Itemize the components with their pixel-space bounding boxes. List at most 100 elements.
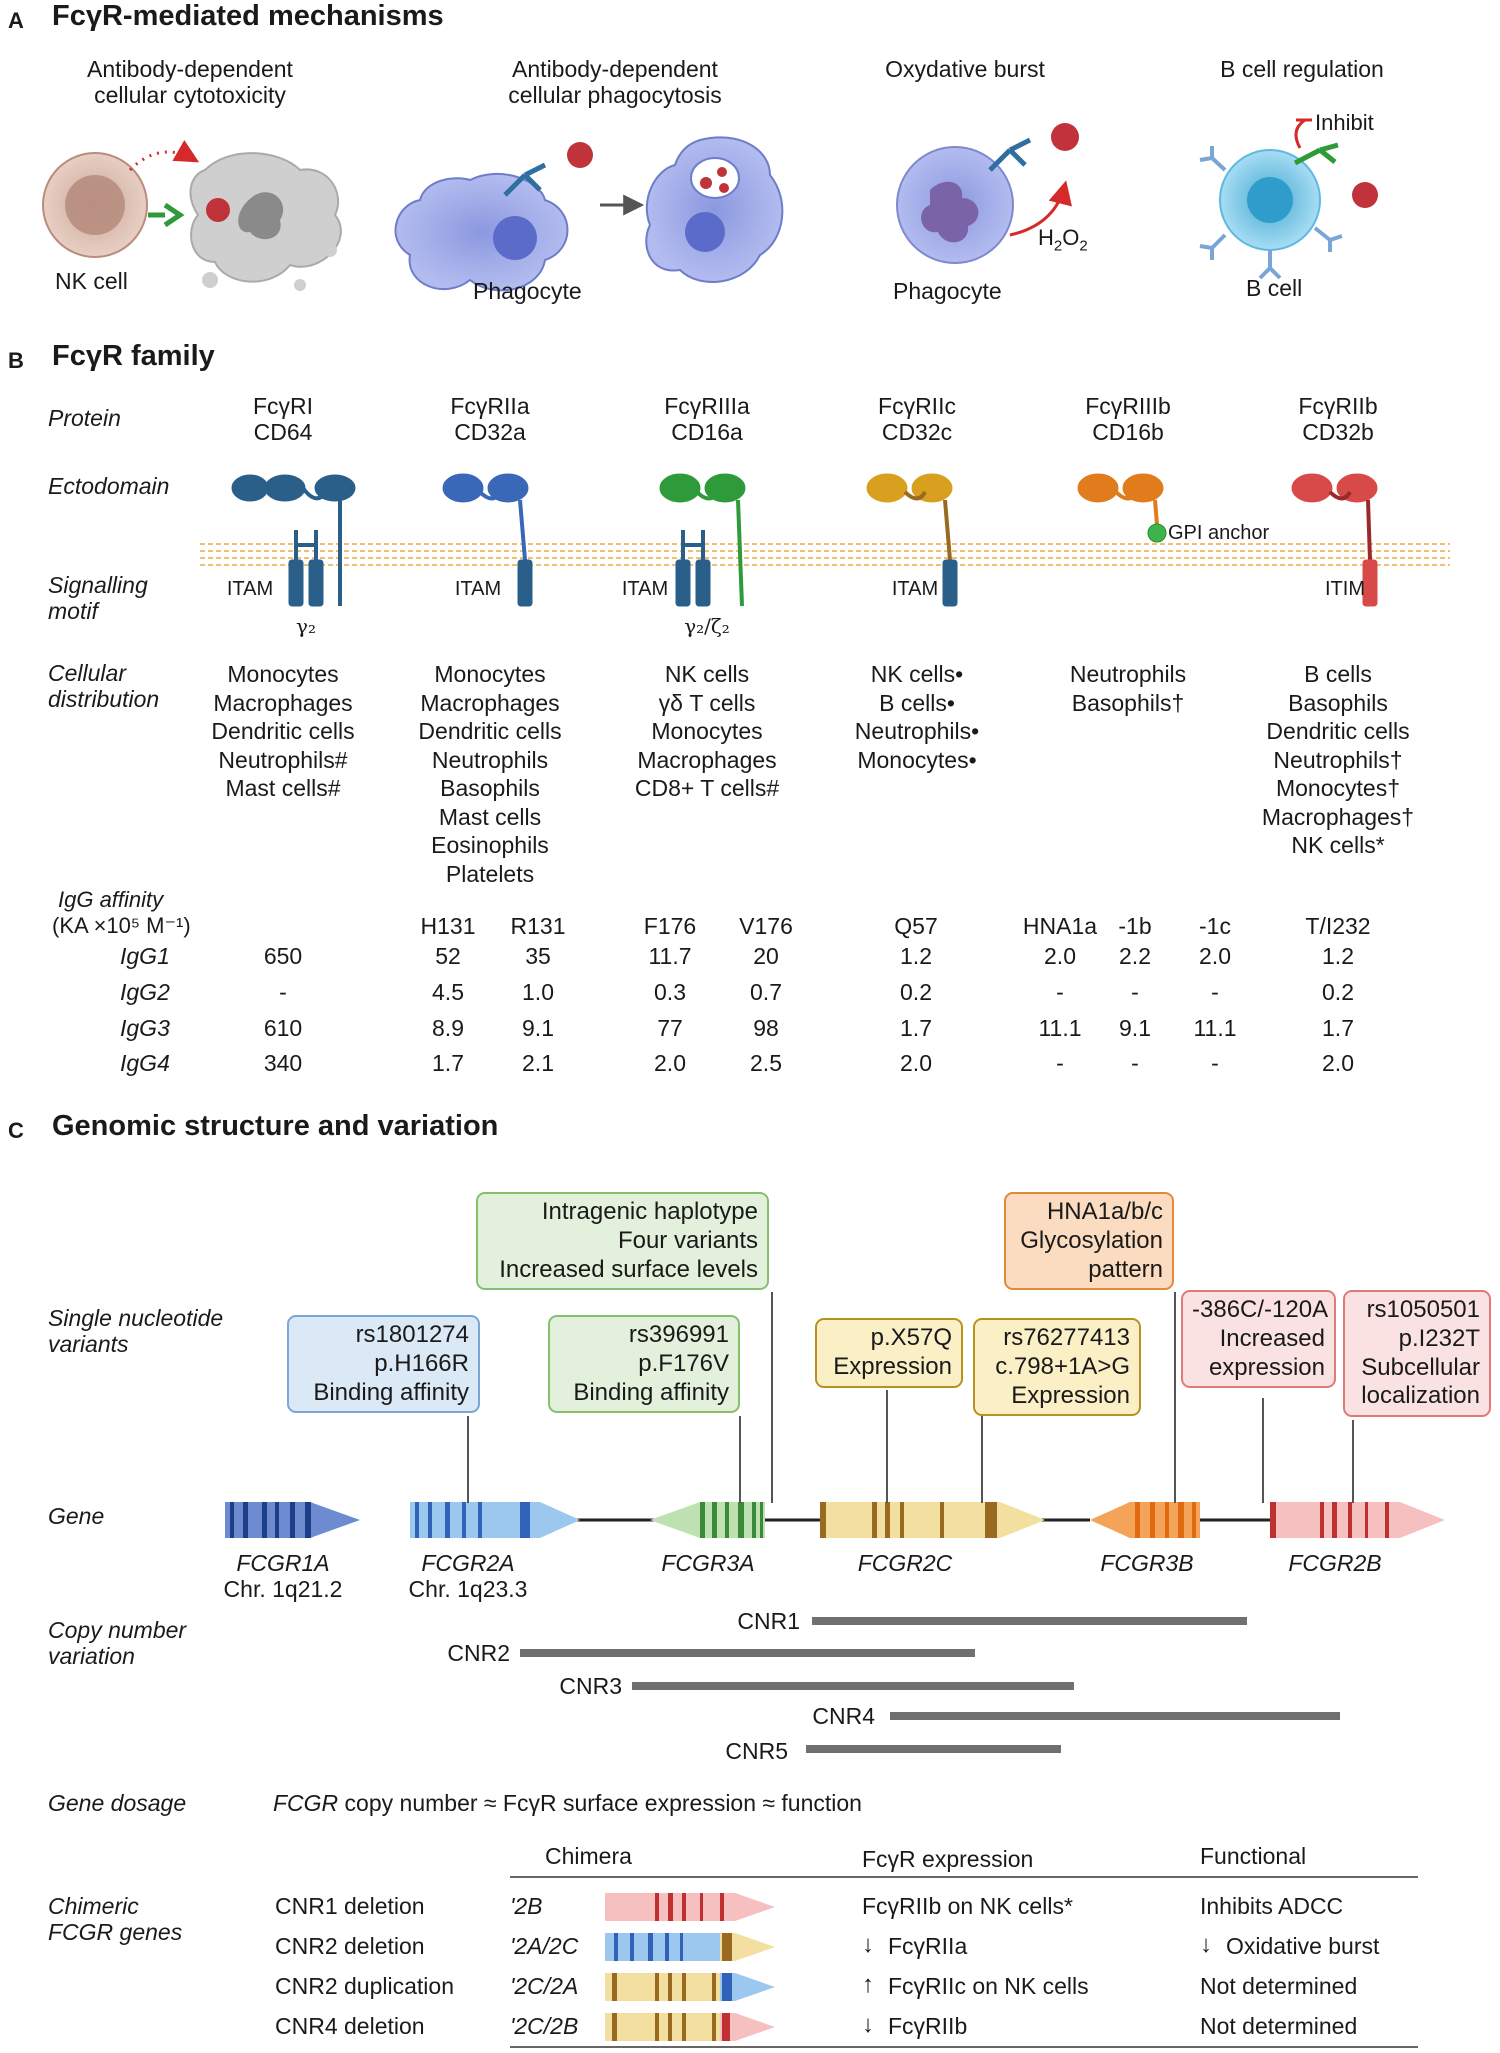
gene-label-fcgr2c: FCGR2C [857,1550,953,1576]
fcgr2b-structure [1291,473,1378,607]
affinity-cell: 2.0 [1044,943,1076,969]
expression-arrow-icon: ↓ [862,2011,874,2038]
affinity-row-label: IgG4 [120,1050,170,1076]
affinity-cell: 20 [753,943,779,969]
gpi-anchor-icon [1147,523,1167,543]
panel-c-title: Genomic structure and variation [52,1110,499,1142]
affinity-col-header: R131 [510,913,566,939]
affinity-cell: 1.2 [1322,943,1354,969]
gene-label-fcgr3b: FCGR3B [1100,1550,1194,1576]
affinity-cell: 0.2 [1322,979,1354,1005]
gene-fcgr1a [225,1502,360,1538]
h2o2-label: H2O2 [1038,225,1088,255]
snv-leaders [467,1292,1354,1503]
chimera-event: CNR4 deletion [275,2013,425,2039]
gene-fcgr2b [1270,1502,1445,1538]
affinity-cell: 1.2 [900,943,932,969]
cnr4-label: CNR4 [812,1703,875,1729]
affinity-col-header: H131 [420,913,476,939]
affinity-cell: 4.5 [432,979,464,1005]
gene-label-fcgr3a: FCGR3A [661,1550,755,1576]
cnv-bars [520,1617,1340,1753]
affinity-cell: - [279,979,287,1005]
affinity-col-header: V176 [739,913,793,939]
cnr5-bar [806,1745,1061,1753]
affinity-cell: - [1211,1050,1219,1076]
motif-label-2: ITAM [621,578,669,600]
chimera-2a2c-glyph [605,1933,775,1961]
affinity-cell: 340 [263,1050,303,1076]
row-label-protein: Protein [48,405,121,431]
cnr3-label: CNR3 [559,1673,622,1699]
cnr1-label: CNR1 [737,1608,800,1634]
affinity-cell: 77 [657,1015,683,1041]
chimera-functional: Oxidative burst [1226,1933,1380,1959]
affinity-cell: 2.0 [900,1050,932,1076]
affinity-cell: 1.7 [900,1015,932,1041]
affinity-cell: 650 [263,943,303,969]
panel-b-letter: B [8,348,24,373]
affinity-cell: 9.1 [1119,1015,1151,1041]
row-label-dosage: Gene dosage [48,1790,187,1816]
table-header-functional: Functional [1200,1843,1307,1869]
cnr1-bar [812,1617,1247,1625]
affinity-cell: 1.7 [1322,1015,1354,1041]
mechanism-bcell-title: B cell regulation [1220,56,1384,82]
row-label-affinity-unit: (KA ×10⁵ M⁻¹) [52,913,191,938]
affinity-cell: 1.7 [432,1050,464,1076]
functional-arrow-icon: ↓ [1200,1931,1212,1958]
affinity-col-header: F176 [643,913,697,939]
chimera-event: CNR1 deletion [275,1893,425,1919]
cell-membrane [200,543,1450,566]
cnr5-label: CNR5 [725,1738,788,1764]
affinity-cell: 2.0 [1322,1050,1354,1076]
fcgr1-structure [231,474,356,607]
phagocyte-label: Phagocyte [473,278,582,304]
chimera-2c2a-glyph [605,1973,775,2001]
gene-label-fcgr2b: FCGR2B [1288,1550,1382,1576]
row-label-affinity: IgG affinity [58,887,164,912]
gpi-anchor-label: GPI anchor [1168,522,1270,544]
chimera-expression: FcγRIIb [888,2013,968,2039]
affinity-cell: 610 [263,1015,303,1041]
affinity-cell: 2.2 [1119,943,1151,969]
motif-label-5: ITIM [1325,578,1365,600]
affinity-cell: 8.9 [432,1015,464,1041]
affinity-cell: - [1056,979,1064,1005]
gene-fcgr3a [650,1502,765,1538]
gene-fcgr3b [1090,1502,1200,1538]
cell-distribution-3: NK cells•B cells•Neutrophils•Monocytes• [854,661,980,773]
cnr4-bar [890,1712,1340,1720]
chimera-event: CNR2 deletion [275,1933,425,1959]
chimera-name: '2C/2B [510,2013,579,2039]
affinity-col-header: HNA1a [1022,913,1098,939]
b-cell-illustration [1199,118,1378,280]
fcgr3b-structure [1077,473,1167,543]
affinity-row-label: IgG1 [120,943,170,969]
chimera-expression: FcγRIIa [888,1933,968,1959]
row-label-gene: Gene [48,1503,105,1529]
affinity-col-header: -1b [1118,913,1152,939]
affinity-cell: - [1056,1050,1064,1076]
affinity-cell: - [1211,979,1219,1005]
fcgr2c-structure [866,473,958,607]
affinity-cell: - [1131,979,1139,1005]
cnr3-bar [632,1682,1074,1690]
inhibit-label: Inhibit [1315,110,1374,135]
panel-b-title: FcγR family [52,340,215,372]
